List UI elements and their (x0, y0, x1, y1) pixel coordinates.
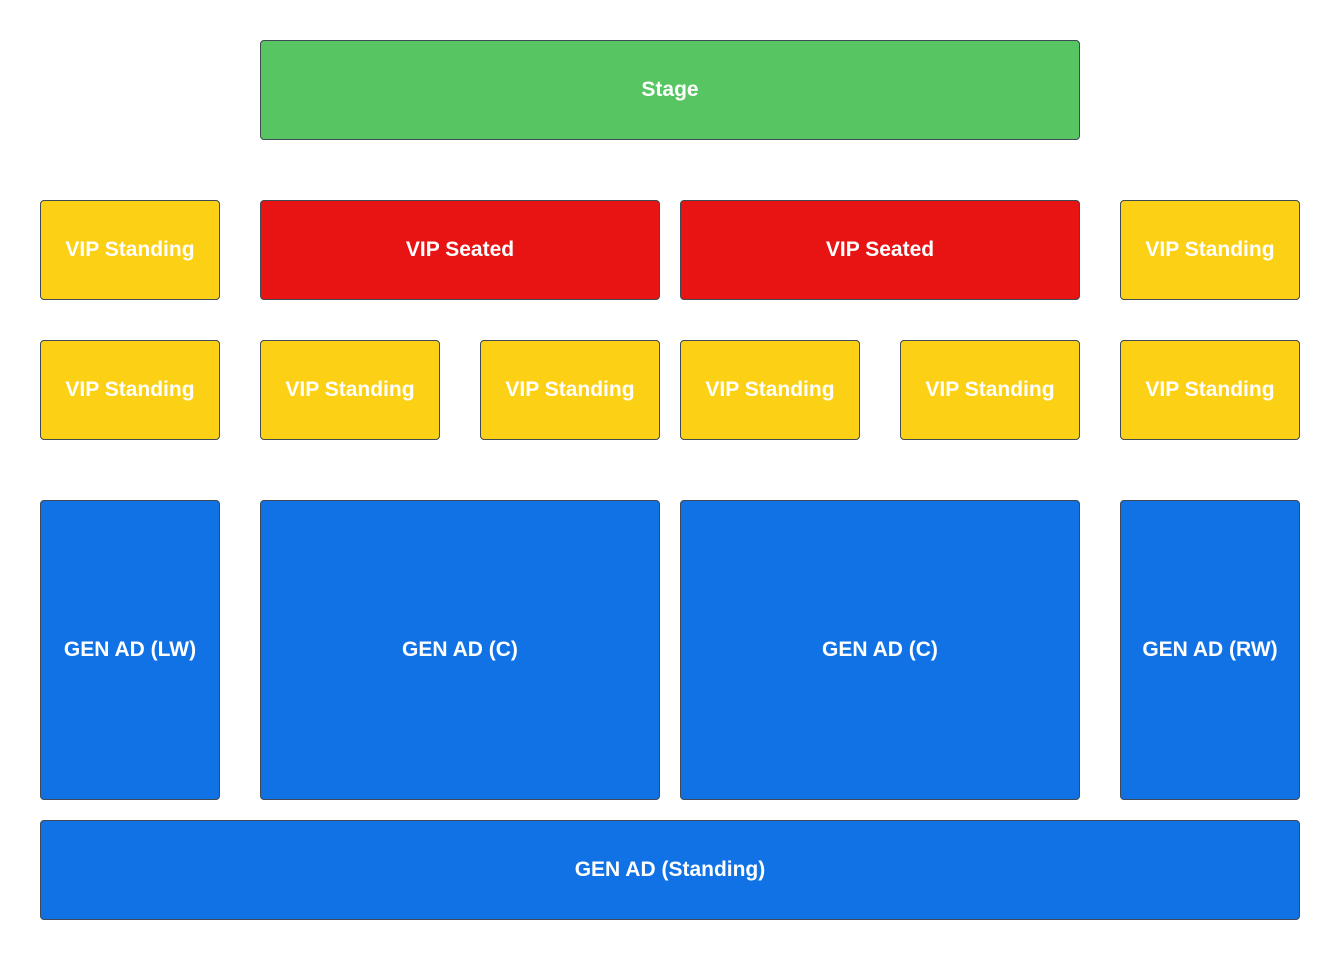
vip-standing-section: VIP Standing (900, 340, 1080, 440)
stage-area: Stage (260, 40, 1080, 140)
vip-standing-section: VIP Standing (40, 340, 220, 440)
section-label: VIP Standing (65, 378, 195, 401)
vip-standing-section: VIP Standing (1120, 200, 1300, 300)
section-label: VIP Standing (705, 378, 835, 401)
vip-standing-section: VIP Standing (480, 340, 660, 440)
gen-ad-right-wing-section: GEN AD (RW) (1120, 500, 1300, 800)
gen-ad-left-wing-section: GEN AD (LW) (40, 500, 220, 800)
stage-label: Stage (641, 78, 699, 101)
gen-ad-center-section: GEN AD (C) (260, 500, 660, 800)
section-label: GEN AD (Standing) (574, 858, 766, 881)
vip-standing-section: VIP Standing (680, 340, 860, 440)
section-label: VIP Standing (285, 378, 415, 401)
vip-seated-section: VIP Seated (680, 200, 1080, 300)
gen-ad-standing-section: GEN AD (Standing) (40, 820, 1300, 920)
gen-ad-center-section: GEN AD (C) (680, 500, 1080, 800)
section-label: VIP Standing (1145, 378, 1275, 401)
section-label: VIP Standing (925, 378, 1055, 401)
vip-standing-section: VIP Standing (40, 200, 220, 300)
section-label: VIP Standing (65, 238, 195, 261)
section-label: VIP Seated (405, 238, 515, 261)
section-label: VIP Seated (825, 238, 935, 261)
section-label: GEN AD (LW) (63, 638, 197, 661)
vip-standing-section: VIP Standing (1120, 340, 1300, 440)
section-label: VIP Standing (505, 378, 635, 401)
section-label: GEN AD (C) (822, 638, 938, 661)
vip-standing-section: VIP Standing (260, 340, 440, 440)
section-label: VIP Standing (1145, 238, 1275, 261)
section-label: GEN AD (RW) (1142, 638, 1278, 661)
vip-seated-section: VIP Seated (260, 200, 660, 300)
section-label: GEN AD (C) (402, 638, 518, 661)
